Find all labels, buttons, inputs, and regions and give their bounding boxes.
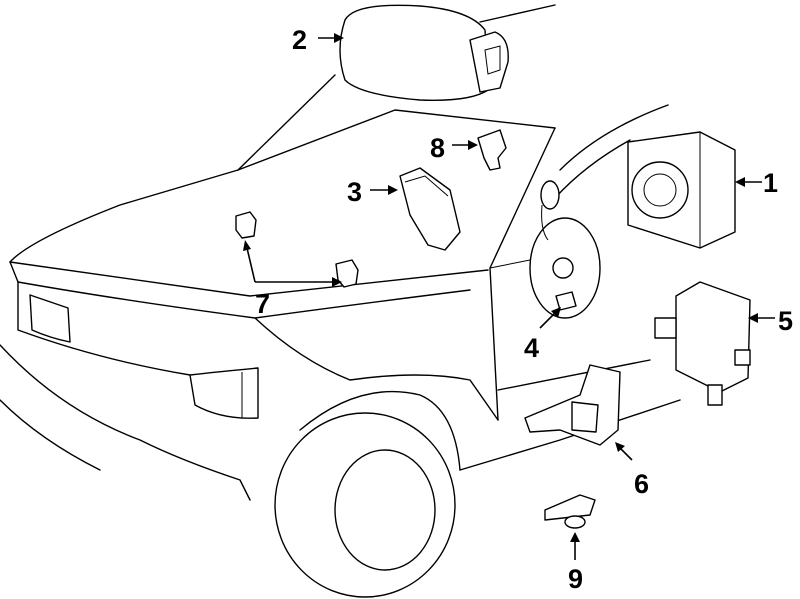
part-4-horn <box>529 180 601 319</box>
part-6-bracket <box>524 364 621 446</box>
callout-8: 8 <box>430 133 445 163</box>
callout-5: 5 <box>778 306 793 336</box>
part-5-module <box>654 281 751 406</box>
part-2-airbag-module <box>339 4 509 101</box>
callout-2: 2 <box>292 25 307 55</box>
part-9-sensor <box>544 494 596 529</box>
part-8-sensor <box>477 129 507 171</box>
callout-9: 9 <box>568 564 583 594</box>
callout-1: 1 <box>763 168 778 198</box>
callout-7: 7 <box>255 289 270 319</box>
part-1-control-unit <box>627 131 736 249</box>
part-3-module <box>399 167 461 251</box>
callout-3: 3 <box>347 177 362 207</box>
callout-4: 4 <box>524 333 539 363</box>
callout-6: 6 <box>634 469 649 499</box>
leader-arrows <box>243 33 775 560</box>
part-7-sensors <box>235 211 359 288</box>
vehicle-outline <box>0 4 681 598</box>
